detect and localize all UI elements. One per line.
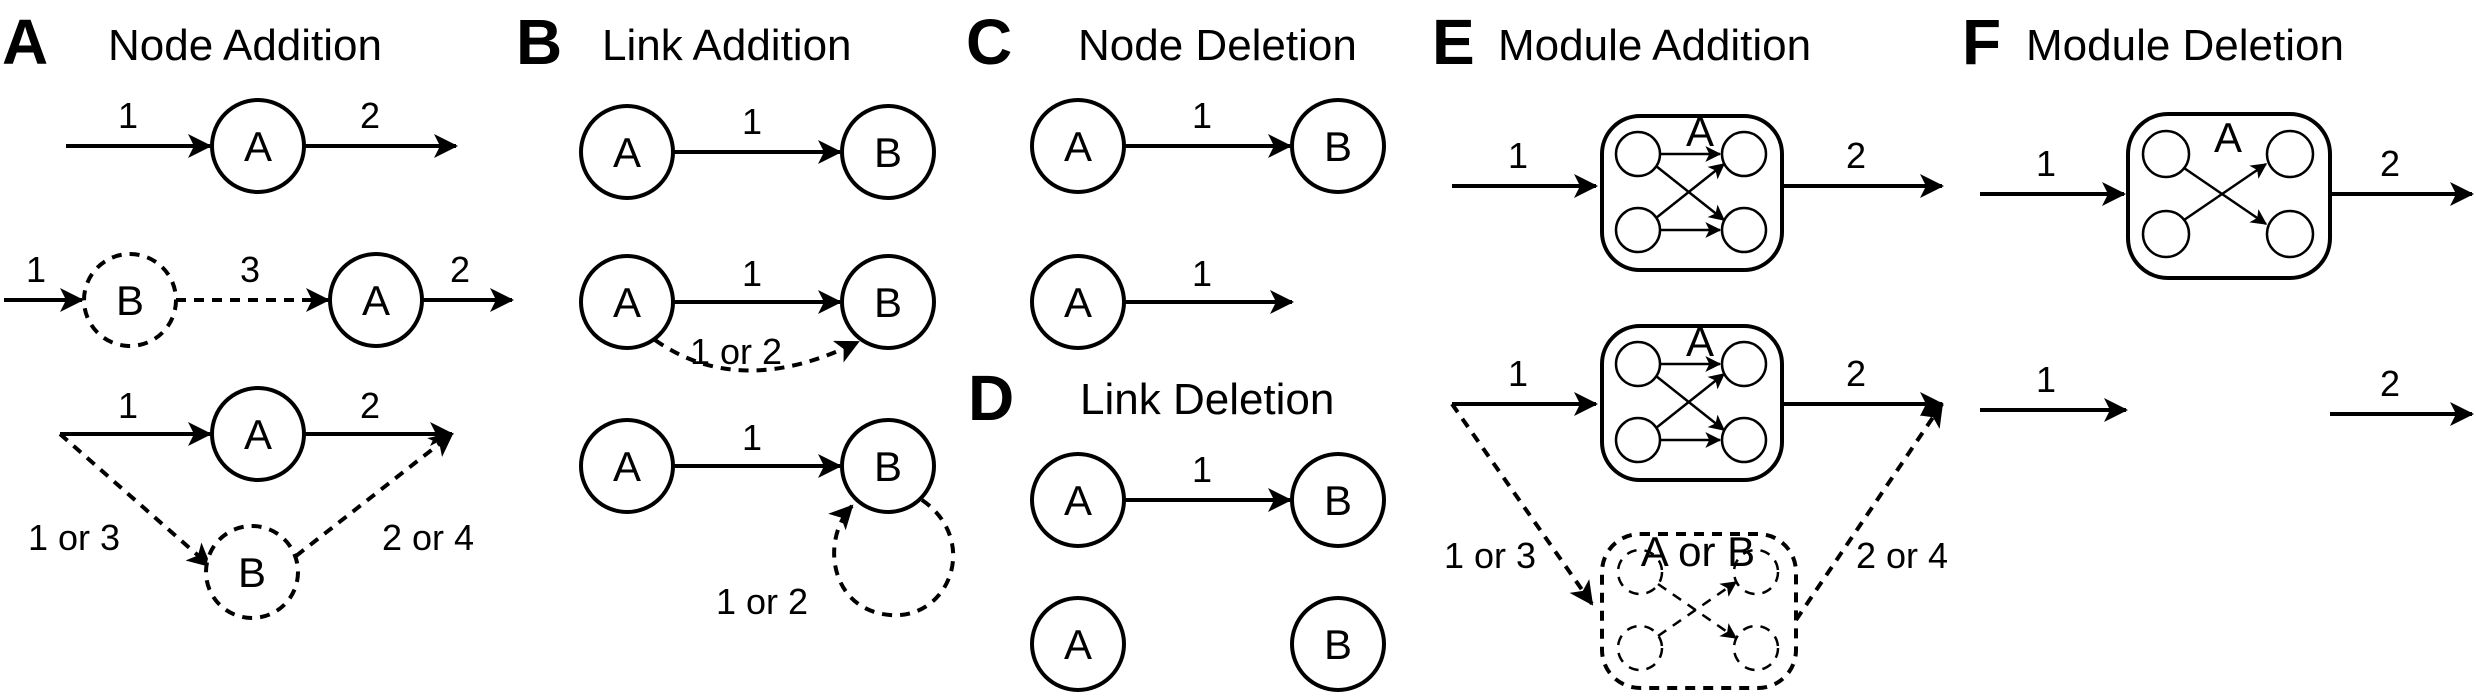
edge-arrow [58, 432, 212, 568]
node-label: B [874, 279, 902, 326]
node-label: B [116, 277, 144, 324]
panel-f-letter: F [1962, 6, 2001, 78]
edge-label: 1 or 2 [716, 581, 808, 622]
panel-d-title: Link Deletion [1080, 375, 1334, 424]
node-b [840, 104, 936, 200]
edge-label: 2 [450, 249, 470, 290]
edge-arrow [1794, 402, 1944, 622]
node-label: A [613, 443, 641, 490]
panel-e: E Module Addition 1 A 2 1 [1432, 6, 1948, 690]
edge-arrow [1450, 402, 1594, 606]
panel-a-letter: A [2, 6, 48, 78]
panel-e-letter: E [1432, 6, 1475, 78]
edge-arrow [294, 432, 454, 558]
node-label: B [874, 129, 902, 176]
new-link-arrow [653, 338, 860, 373]
node-label: A [362, 277, 390, 324]
edge-label: 2 or 4 [1856, 535, 1948, 576]
edge-label: 1 or 3 [1444, 535, 1536, 576]
panel-d: D Link Deletion A 1 B A B [968, 362, 1386, 692]
edge-label: 2 [2380, 143, 2400, 184]
edge-label: 1 [2036, 143, 2056, 184]
panel-c-title: Node Deletion [1078, 21, 1357, 70]
edge-label: 2 [1846, 135, 1866, 176]
node-label: B [238, 549, 266, 596]
panel-f: F Module Deletion 1 A 2 1 2 [1962, 6, 2474, 426]
edge-label: 2 or 4 [382, 517, 474, 558]
node-label: A [1064, 621, 1092, 668]
edge-label: 2 [360, 385, 380, 426]
panel-b-title: Link Addition [602, 21, 852, 70]
edge-label: 2 [1846, 353, 1866, 394]
edge-label: 1 [118, 385, 138, 426]
edge-label: 2 [2380, 363, 2400, 404]
panel-e-title: Module Addition [1498, 21, 1811, 70]
panel-c: C Node Deletion A 1 B A 1 [966, 6, 1386, 350]
module-a: A [1600, 318, 1784, 482]
node-label: A [244, 123, 272, 170]
edge-label: 1 [26, 249, 46, 290]
edge-label: 1 [2036, 359, 2056, 400]
edge-label: 1 [1192, 253, 1212, 294]
node-b [840, 418, 936, 514]
node-label: B [1324, 621, 1352, 668]
node-label: A [613, 279, 641, 326]
node-label: A [1064, 477, 1092, 524]
edge-label: 1 [1192, 449, 1212, 490]
node-label: B [874, 443, 902, 490]
panel-c-letter: C [966, 6, 1012, 78]
node-label: A [1064, 279, 1092, 326]
node-label: B [1324, 477, 1352, 524]
panel-b-letter: B [516, 6, 562, 78]
node-b [1290, 452, 1386, 548]
panel-b: B Link Addition A 1 B A 1 B 1 or 2 A 1 B… [516, 6, 956, 622]
panel-d-letter: D [968, 362, 1014, 434]
self-loop-arrow [828, 498, 956, 618]
node-label: A [1064, 123, 1092, 170]
edge-label: 1 [1508, 135, 1528, 176]
edge-label: 1 [118, 95, 138, 136]
node-label: A [244, 411, 272, 458]
node-label: A [613, 129, 641, 176]
panel-a-title: Node Addition [108, 21, 382, 70]
edge-label: 1 [1192, 95, 1212, 136]
module-a: A [1600, 108, 1784, 272]
module-label: A [1686, 318, 1714, 365]
panel-a: A Node Addition 1 A 2 1 B 3 A 2 1 A 2 B … [2, 6, 514, 620]
edge-label: 1 [742, 417, 762, 458]
edge-label: 3 [240, 249, 260, 290]
node-b [1290, 98, 1386, 194]
edge-label: 1 [742, 101, 762, 142]
node-b [840, 254, 936, 350]
panel-f-title: Module Deletion [2026, 21, 2344, 70]
edge-label: 1 [1508, 353, 1528, 394]
edge-label: 1 or 3 [28, 517, 120, 558]
edge-label: 1 or 2 [690, 331, 782, 372]
new-module: A or B [1600, 528, 1798, 690]
edge-label: 1 [742, 253, 762, 294]
node-a [1030, 596, 1126, 692]
edge-label: 2 [360, 95, 380, 136]
module-label: A or B [1641, 528, 1755, 575]
node-label: B [1324, 123, 1352, 170]
new-node-b [204, 524, 300, 620]
module-label: A [2214, 114, 2242, 161]
module-a: A [2126, 112, 2332, 280]
node-b [1290, 596, 1386, 692]
module-label: A [1686, 108, 1714, 155]
